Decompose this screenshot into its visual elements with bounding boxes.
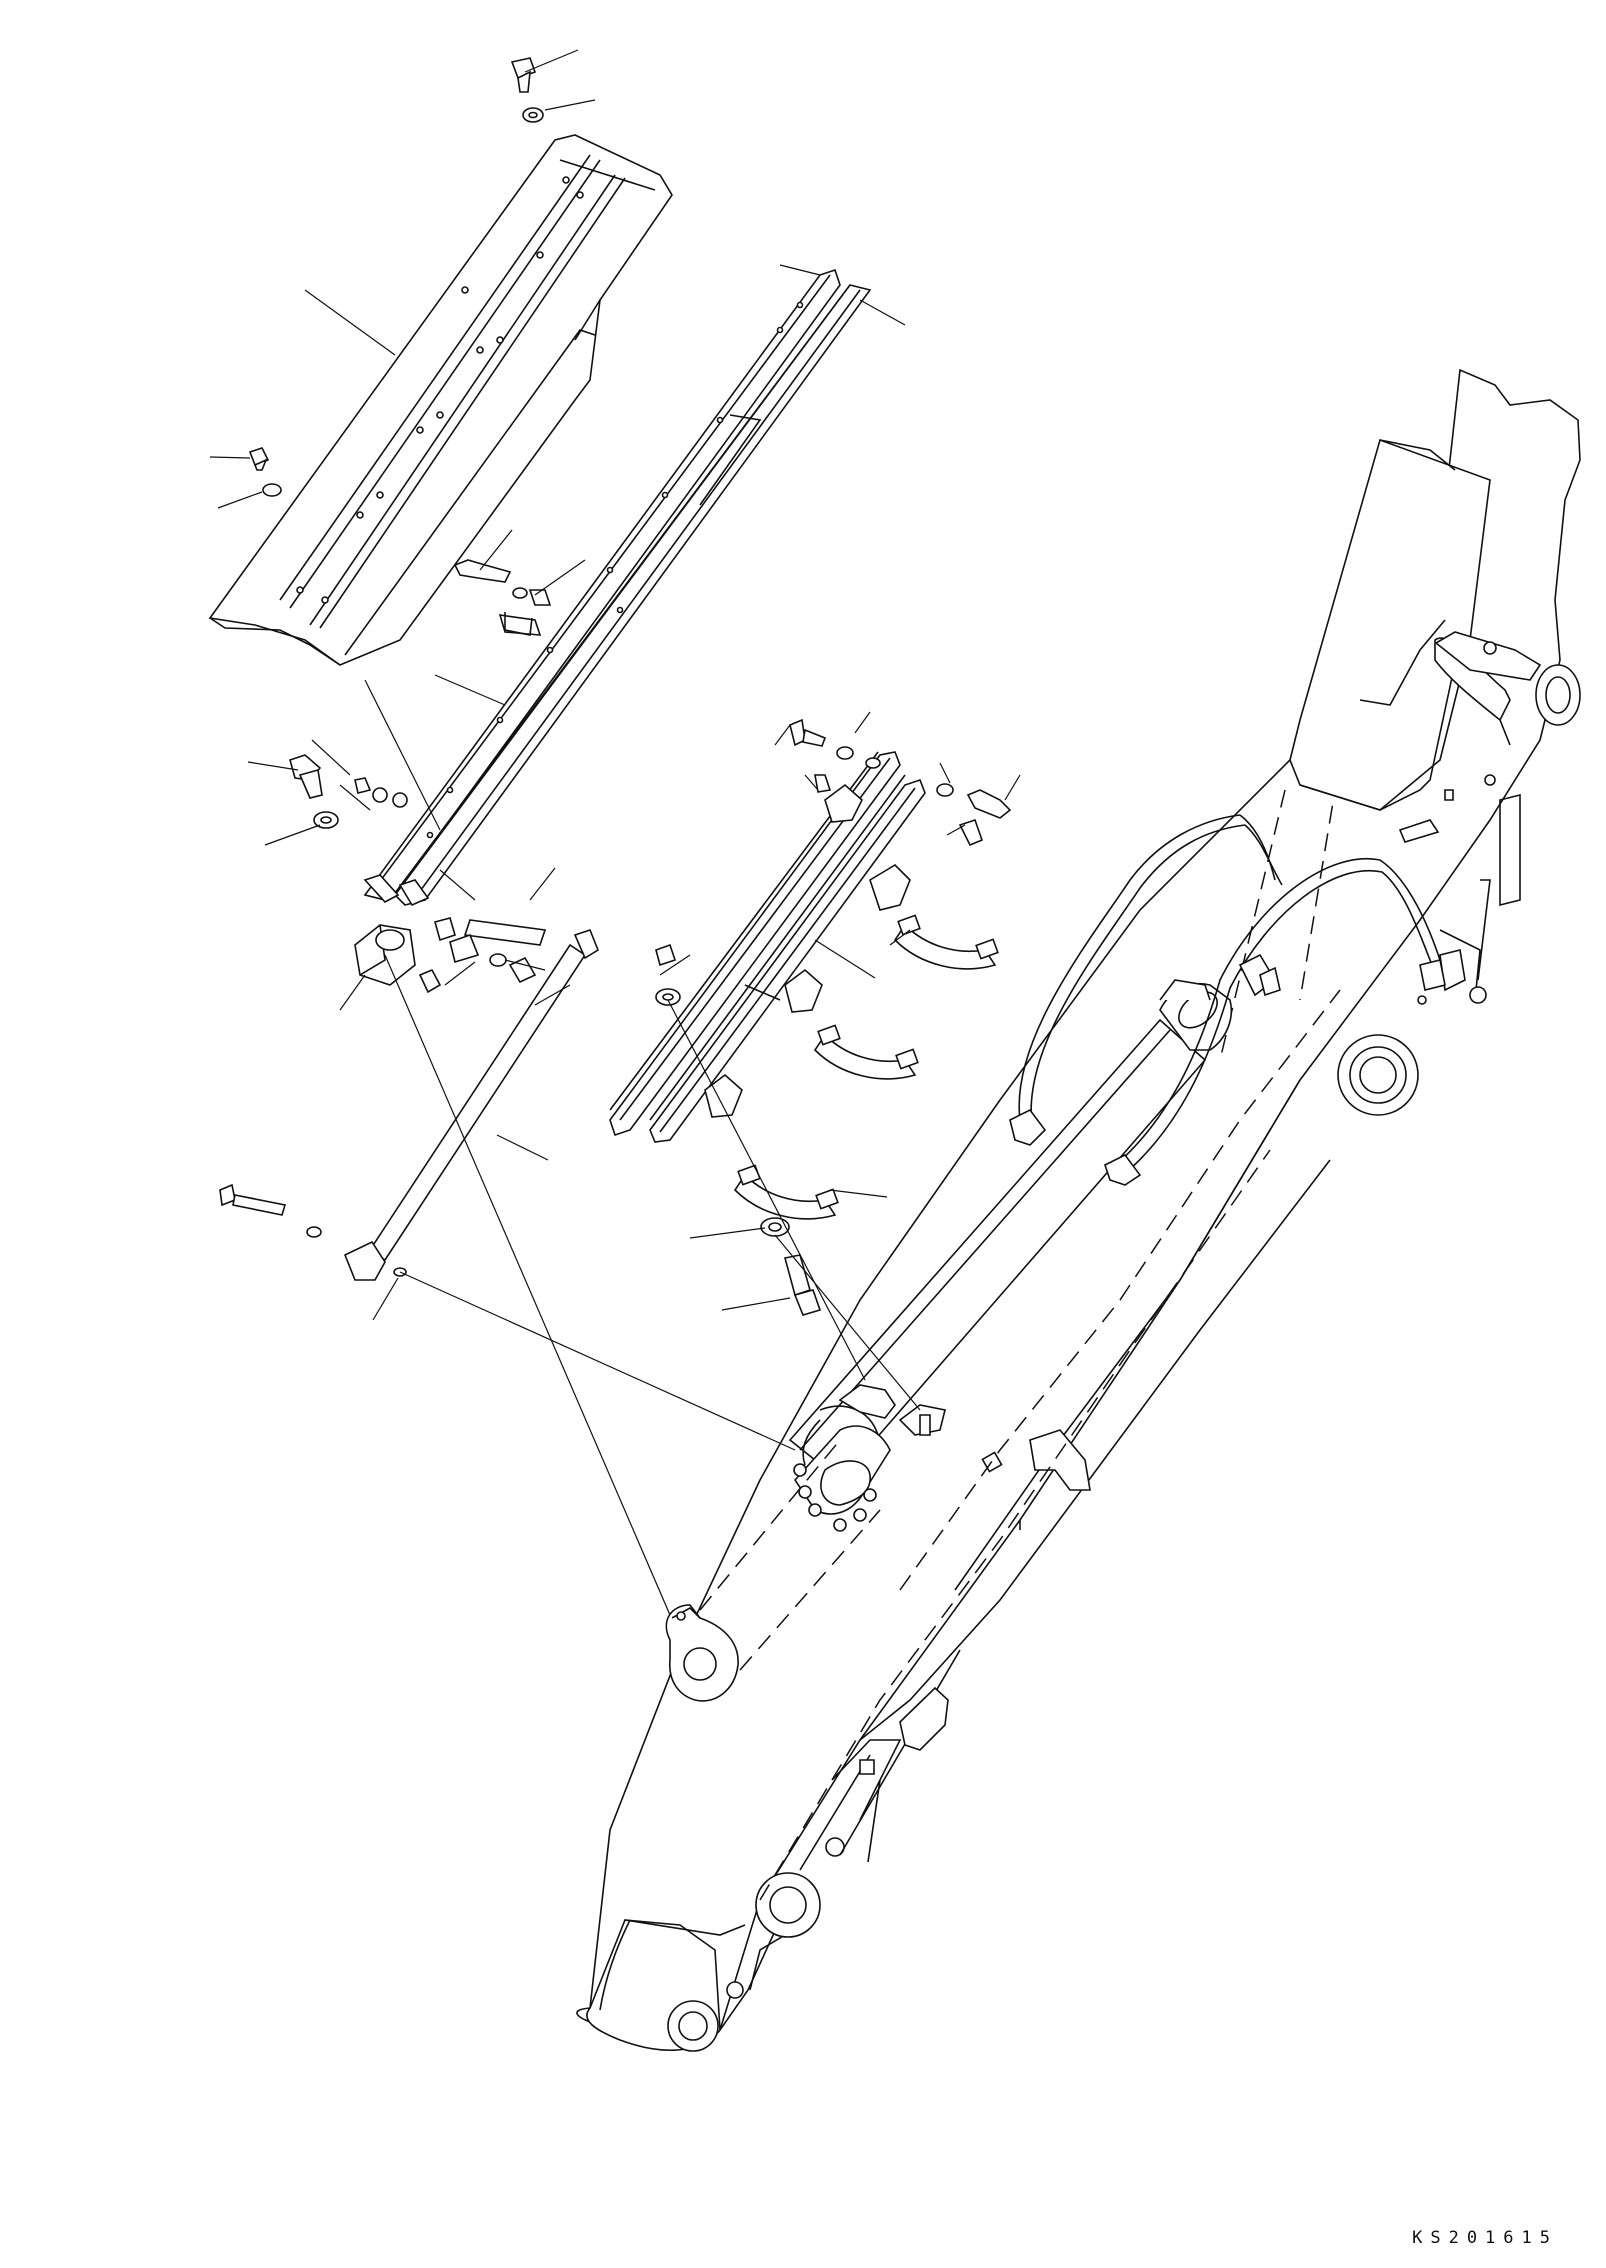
guide-rail-lower: [610, 752, 998, 1219]
cover-plate: [210, 135, 672, 665]
fasteners: [220, 58, 1010, 1315]
guide-rail-upper: [365, 270, 870, 905]
cylinder-rod-eye: [666, 1605, 738, 1701]
hydraulic-hoses: [1010, 815, 1465, 1185]
drawing-code: KS201615: [1412, 2228, 1558, 2248]
boom-assembly: [577, 370, 1580, 2051]
leader-lines: [210, 50, 1020, 1615]
boom-foot-pin-boss: [668, 2001, 718, 2051]
boom-cylinder: [666, 980, 1231, 1701]
boom-bracket: [1030, 1430, 1090, 1490]
boom-side-plate: [900, 1688, 948, 1750]
boom-head-pin-boss: [1536, 665, 1580, 725]
hose-clamps: [705, 785, 998, 1219]
cylinder-foot-boss: [756, 1873, 820, 1937]
